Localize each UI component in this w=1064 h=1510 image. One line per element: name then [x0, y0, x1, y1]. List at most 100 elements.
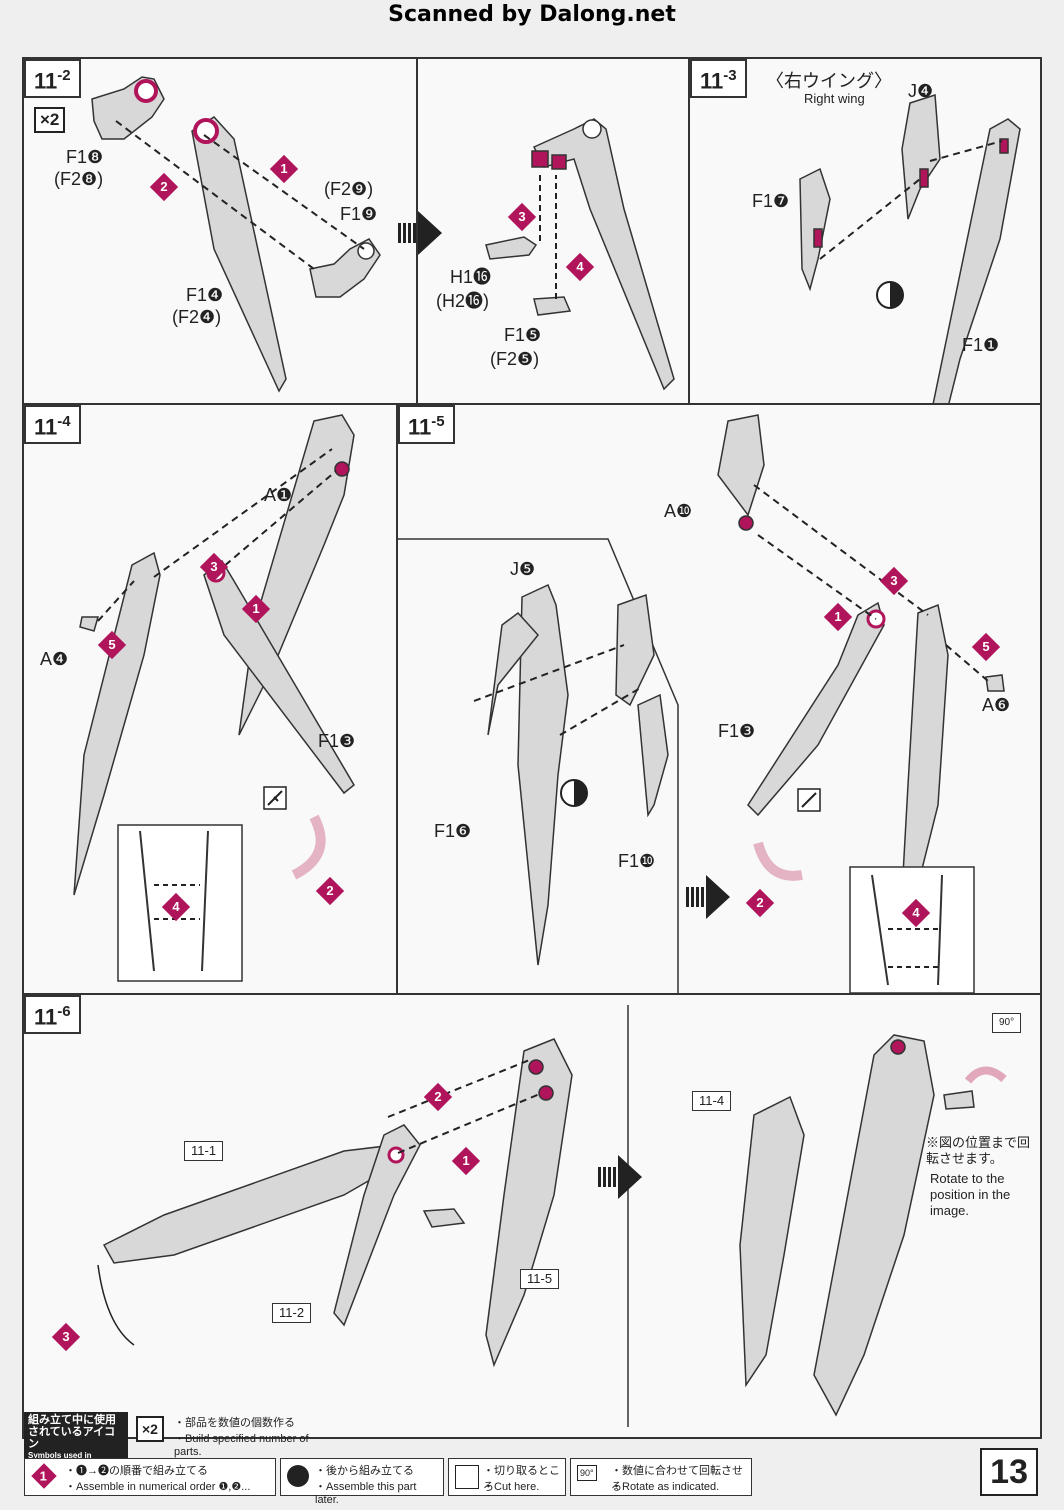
legend-text-en: ・Build specified number of parts.	[174, 1433, 309, 1458]
part-label: A❿	[664, 501, 693, 521]
step-marker: 3	[507, 202, 537, 232]
legend-text-en: ・Assemble in numerical order ❶,❷...	[65, 1481, 251, 1493]
subassembly-callout: 11-1	[184, 1141, 224, 1161]
part-f11	[932, 118, 1021, 403]
step-marker: 1	[823, 602, 853, 632]
step-11-3-diagram	[799, 93, 1021, 403]
rotate-icon: 90°	[577, 1465, 597, 1481]
step-number: 11-3	[690, 59, 747, 99]
step-marker-icon: 1	[31, 1463, 57, 1489]
multiplier-badge: ×2	[136, 1416, 164, 1442]
scan-watermark: Scanned by Dalong.net	[388, 2, 676, 27]
part-label: (F2❺)	[490, 349, 540, 369]
part-label: F1❸	[318, 731, 356, 751]
legend-text-jp: ・❶→❷の順番で組み立てる	[65, 1465, 208, 1477]
step-11-6-diagram	[97, 1005, 1007, 1427]
step-11-6-panel: 11-6 1 2 3 11-1 1	[24, 995, 1040, 1437]
assembly-11-5	[485, 1038, 573, 1368]
wing-title-en: Right wing	[804, 91, 865, 106]
half-circle-icon	[287, 1465, 309, 1487]
row-divider	[24, 403, 1040, 405]
column-divider	[688, 59, 690, 403]
wing-blade-f14	[191, 116, 287, 393]
part-label: A❹	[40, 649, 69, 669]
legend-text-jp: ・切り取るところ	[483, 1465, 560, 1493]
symbol-legend: 組み立て中に使用されているアイコン Symbols used in instru…	[24, 1408, 1040, 1506]
part-label: F1❾	[340, 204, 378, 224]
rotate-note-jp: ※図の位置まで回転させます。	[926, 1135, 1031, 1166]
rotate-note-en: Rotate to the position in the image.	[930, 1171, 1011, 1218]
blade-a10	[717, 414, 765, 517]
part-label: J❹	[908, 81, 934, 101]
cut-icon	[455, 1465, 479, 1489]
part-label: F1❸	[718, 721, 756, 741]
step-11-3-panel: 11-3 〈右ウイング〉 Right wing J❹ F1❼ F1❶	[690, 59, 1040, 403]
hinge-part-f18	[91, 76, 165, 140]
step-marker: 5	[971, 632, 1001, 662]
part-label: A❶	[264, 485, 293, 505]
assembly-11-4	[739, 1095, 805, 1388]
part-label: F1❼	[752, 191, 790, 211]
step-marker: 4	[901, 898, 931, 928]
legend-text-en: ・Rotate as indicated.	[611, 1481, 720, 1493]
detail-inset	[849, 866, 975, 993]
step-marker: 3	[879, 566, 909, 596]
subassembly-callout: 11-5	[520, 1269, 560, 1289]
part-label: F1❺	[504, 325, 542, 345]
step-marker: 2	[315, 876, 345, 906]
part-label: (F2❾)	[324, 179, 374, 199]
step-number: 11-2	[24, 59, 81, 99]
page-number: 13	[980, 1448, 1038, 1496]
legend-text-jp: ・部品を数値の個数作る	[174, 1417, 295, 1429]
step-marker: 2	[423, 1082, 453, 1112]
part-label: (H2⓰)	[436, 291, 489, 311]
part-label: F1❶	[962, 335, 1000, 355]
step-marker: 5	[97, 630, 127, 660]
part-f110	[637, 693, 669, 818]
part-label: (F2❹)	[172, 307, 222, 327]
step-marker: 1	[451, 1146, 481, 1176]
subassembly-callout: 11-4	[692, 1091, 732, 1111]
final-wing	[813, 1034, 935, 1417]
part-label: A❻	[982, 695, 1011, 715]
column-divider	[396, 403, 398, 993]
step-number: 11-6	[24, 995, 81, 1035]
step-11-2-diagram	[91, 76, 675, 393]
assembly-11-2	[333, 1124, 421, 1327]
multiplier-badge: ×2	[34, 107, 66, 133]
blade-f13-b	[747, 601, 885, 817]
step-number: 11-4	[24, 405, 81, 445]
sub-divider	[416, 59, 418, 403]
step-marker: 1	[241, 594, 271, 624]
legend-text-jp: ・後から組み立てる	[315, 1465, 414, 1477]
step-marker: 1	[269, 154, 299, 184]
legend-text-en: ・Assemble this part later.	[315, 1481, 417, 1506]
step-marker: 4	[565, 252, 595, 282]
step-marker: 3	[199, 552, 229, 582]
step-11-5-panel: 11-5	[398, 405, 1040, 993]
step-marker: 4	[161, 892, 191, 922]
blade-a4	[73, 551, 161, 896]
wing-title-jp: 〈右ウイング〉	[766, 71, 892, 91]
next-arrow-icon	[398, 211, 442, 255]
rotate-icon: 90°	[992, 1013, 1022, 1033]
part-label: H1⓰	[450, 267, 492, 287]
next-arrow-icon	[598, 1155, 642, 1199]
step-number: 11-5	[398, 405, 455, 445]
step-marker: 2	[745, 888, 775, 918]
step-11-2-panel: 11-2 ×2	[24, 59, 688, 403]
subassembly-callout: 11-2	[272, 1303, 312, 1323]
part-label: F1❽	[66, 147, 104, 167]
part-a6	[985, 674, 1005, 692]
hinge-part-f19	[309, 238, 381, 298]
legend-text-en: ・Cut here.	[483, 1481, 540, 1493]
step-11-5-diagram	[398, 414, 1005, 993]
part-label: F1❻	[434, 821, 472, 841]
part-label: (F2❽)	[54, 169, 104, 189]
part-j4	[901, 93, 941, 220]
part-label: J❺	[510, 559, 536, 579]
step-11-4-diagram	[73, 414, 355, 982]
step-11-4-panel: 11-4 1 2 3 4 5 A❶	[24, 405, 396, 993]
part-a4	[79, 616, 99, 632]
part-label: F1❿	[618, 851, 656, 871]
